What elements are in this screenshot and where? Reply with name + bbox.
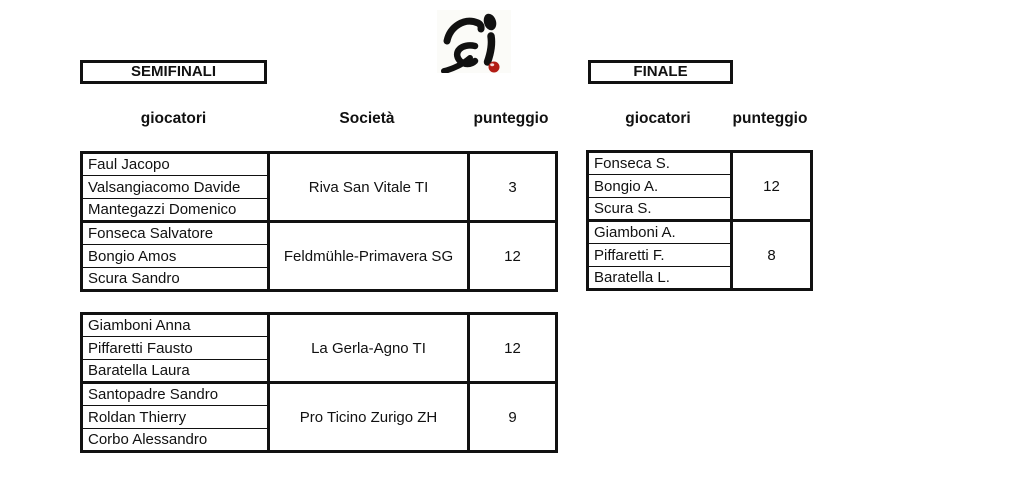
player-cell: Fonseca S.	[586, 150, 732, 175]
finale-table: Fonseca S. 12 Bongio A. Scura S. Giambon…	[586, 150, 813, 291]
player-cell: Faul Jacopo	[80, 151, 269, 176]
table-row: Mantegazzi Domenico	[80, 198, 557, 223]
table-row: Roldan Thierry	[80, 405, 557, 429]
table-row: Corbo Alessandro	[80, 428, 557, 453]
table-row: Fonseca Salvatore Feldmühle-Primavera SG…	[80, 220, 558, 292]
punteggio-cell: 3	[467, 151, 558, 223]
semifinali-title: SEMIFINALI	[131, 63, 216, 80]
punteggio-cell: 12	[730, 150, 813, 222]
player-cell: Corbo Alessandro	[80, 428, 269, 453]
player-cell: Santopadre Sandro	[80, 381, 269, 406]
table-row: Giamboni A. 8	[586, 219, 813, 291]
semifinali-header-giocatori: giocatori	[140, 110, 207, 127]
finale-header-giocatori: giocatori	[625, 110, 691, 127]
semifinali-header-societa: Società	[339, 110, 395, 127]
bocce-player-icon	[437, 10, 511, 74]
finale-title: FINALE	[633, 63, 688, 80]
punteggio-cell: 12	[467, 220, 558, 292]
punteggio-cell: 8	[730, 219, 813, 291]
table-row: Baratella L.	[586, 266, 812, 291]
punteggio-cell: 12	[467, 312, 558, 384]
societa-cell: Pro Ticino Zurigo ZH	[267, 381, 470, 453]
societa-cell: Feldmühle-Primavera SG	[267, 220, 470, 292]
player-cell: Bongio Amos	[80, 244, 269, 268]
player-cell: Scura Sandro	[80, 267, 269, 292]
table-row: Baratella Laura	[80, 359, 557, 384]
semifinali-header-punteggio: punteggio	[473, 110, 549, 127]
table-row: Piffaretti F.	[586, 243, 812, 267]
player-cell: Giamboni A.	[586, 219, 732, 244]
table-row: Faul Jacopo Riva San Vitale TI 3	[80, 151, 558, 223]
player-cell: Baratella Laura	[80, 359, 269, 384]
finale-title-box: FINALE	[588, 60, 733, 84]
finale-header-punteggio: punteggio	[732, 110, 808, 127]
player-cell: Piffaretti Fausto	[80, 336, 269, 360]
semifinali-title-box: SEMIFINALI	[80, 60, 267, 84]
societa-cell: Riva San Vitale TI	[267, 151, 470, 223]
table-row: Scura S.	[586, 197, 812, 222]
player-cell: Valsangiacomo Davide	[80, 175, 269, 199]
table-row: Santopadre Sandro Pro Ticino Zurigo ZH 9	[80, 381, 558, 453]
player-cell: Piffaretti F.	[586, 243, 732, 267]
bocce-player-logo	[437, 10, 511, 74]
table-row: Fonseca S. 12	[586, 150, 813, 222]
table-row: Giamboni Anna La Gerla-Agno TI 12	[80, 312, 558, 384]
player-cell: Giamboni Anna	[80, 312, 269, 337]
player-cell: Mantegazzi Domenico	[80, 198, 269, 223]
table-row: Bongio A.	[586, 174, 812, 198]
punteggio-cell: 9	[467, 381, 558, 453]
table-row: Scura Sandro	[80, 267, 557, 292]
player-cell: Bongio A.	[586, 174, 732, 198]
player-cell: Fonseca Salvatore	[80, 220, 269, 245]
player-cell: Scura S.	[586, 197, 732, 222]
player-cell: Roldan Thierry	[80, 405, 269, 429]
semifinale-1-table: Faul Jacopo Riva San Vitale TI 3 Valsang…	[80, 151, 558, 292]
player-cell: Baratella L.	[586, 266, 732, 291]
semifinale-2-table: Giamboni Anna La Gerla-Agno TI 12 Piffar…	[80, 312, 558, 453]
societa-cell: La Gerla-Agno TI	[267, 312, 470, 384]
